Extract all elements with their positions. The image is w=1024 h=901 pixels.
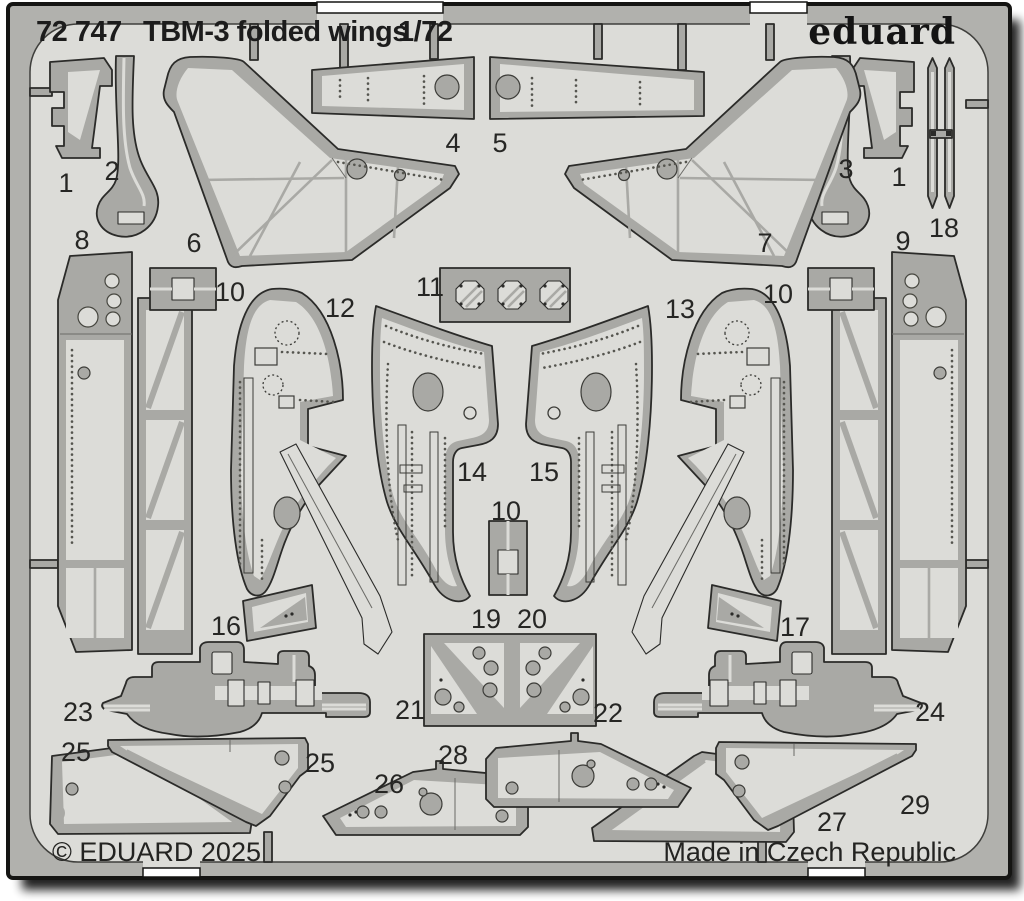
part-label-12: 12 <box>325 293 355 323</box>
part-11-hinge-plates <box>439 267 571 323</box>
part-label-14: 14 <box>457 457 487 487</box>
part-10-buckle-middle <box>488 520 528 596</box>
part-19-22-gusset-box <box>423 633 597 727</box>
part-16-gusset <box>242 584 317 642</box>
part-label-5: 5 <box>492 128 507 158</box>
part-label-18: 18 <box>929 213 959 243</box>
part-label-10: 10 <box>215 277 245 307</box>
part-4-flap-strip <box>311 56 475 120</box>
part-label-29: 29 <box>900 790 930 820</box>
brand-logo: eduard <box>808 11 956 53</box>
part-label-16: 16 <box>211 611 241 641</box>
part-label-10: 10 <box>491 496 521 526</box>
part-21-triangle <box>431 646 477 714</box>
part-label-17: 17 <box>780 612 810 642</box>
part-label-21: 21 <box>395 695 425 725</box>
part-12-wing-fold-rib <box>230 287 393 655</box>
part-label-6: 6 <box>186 228 201 258</box>
part-label-22: 22 <box>593 698 623 728</box>
edge-notches <box>142 1 866 878</box>
part-5-flap-strip <box>489 56 705 120</box>
part-9-wing-spar-assembly <box>832 252 966 654</box>
part-label-25: 25 <box>305 748 335 778</box>
part-label-20: 20 <box>517 604 547 634</box>
part-label-4: 4 <box>445 128 460 158</box>
part-2-hinge-arm <box>96 55 160 238</box>
part-label-24: 24 <box>915 697 945 727</box>
product-title: TBM-3 folded wings <box>143 16 408 48</box>
catalog-number: 72 747 <box>36 16 122 48</box>
part-label-23: 23 <box>63 697 93 727</box>
part-23-fold-mechanism <box>101 641 371 738</box>
part-label-19: 19 <box>471 604 501 634</box>
part-label-13: 13 <box>665 294 695 324</box>
part-26-wedge <box>322 760 529 836</box>
part-1-bracket <box>49 57 113 159</box>
part-label-26: 26 <box>374 769 404 799</box>
part-6-folded-wing-panel <box>162 55 460 269</box>
part-label-8: 8 <box>74 225 89 255</box>
part-label-7: 7 <box>757 228 772 258</box>
part-8-wing-spar-assembly <box>57 251 193 655</box>
part-label-15: 15 <box>529 457 559 487</box>
part-label-11: 11 <box>416 272 444 302</box>
made-in-text: Made in Czech Republic <box>663 837 956 867</box>
part-label-1: 1 <box>891 162 906 192</box>
part-label-27: 27 <box>817 807 847 837</box>
scale-label: 1/72 <box>398 16 452 48</box>
part-label-2: 2 <box>104 156 119 186</box>
part-25-wedge-b <box>107 737 309 827</box>
part-label-10: 10 <box>763 279 793 309</box>
part-14-wing-fold-rib-inner <box>371 305 499 603</box>
part-label-25: 25 <box>61 737 91 767</box>
copyright-text: © EDUARD 2025 <box>52 837 261 867</box>
part-label-3: 3 <box>838 154 853 184</box>
part-10-buckle-right <box>806 266 876 312</box>
part-label-9: 9 <box>895 226 910 256</box>
part-18-strips <box>927 57 955 209</box>
part-label-28: 28 <box>438 740 468 770</box>
part-label-1: 1 <box>58 168 73 198</box>
part-10-buckle <box>149 267 217 311</box>
part-25-wedge-a <box>49 743 253 835</box>
part-19-triangle <box>444 643 504 708</box>
